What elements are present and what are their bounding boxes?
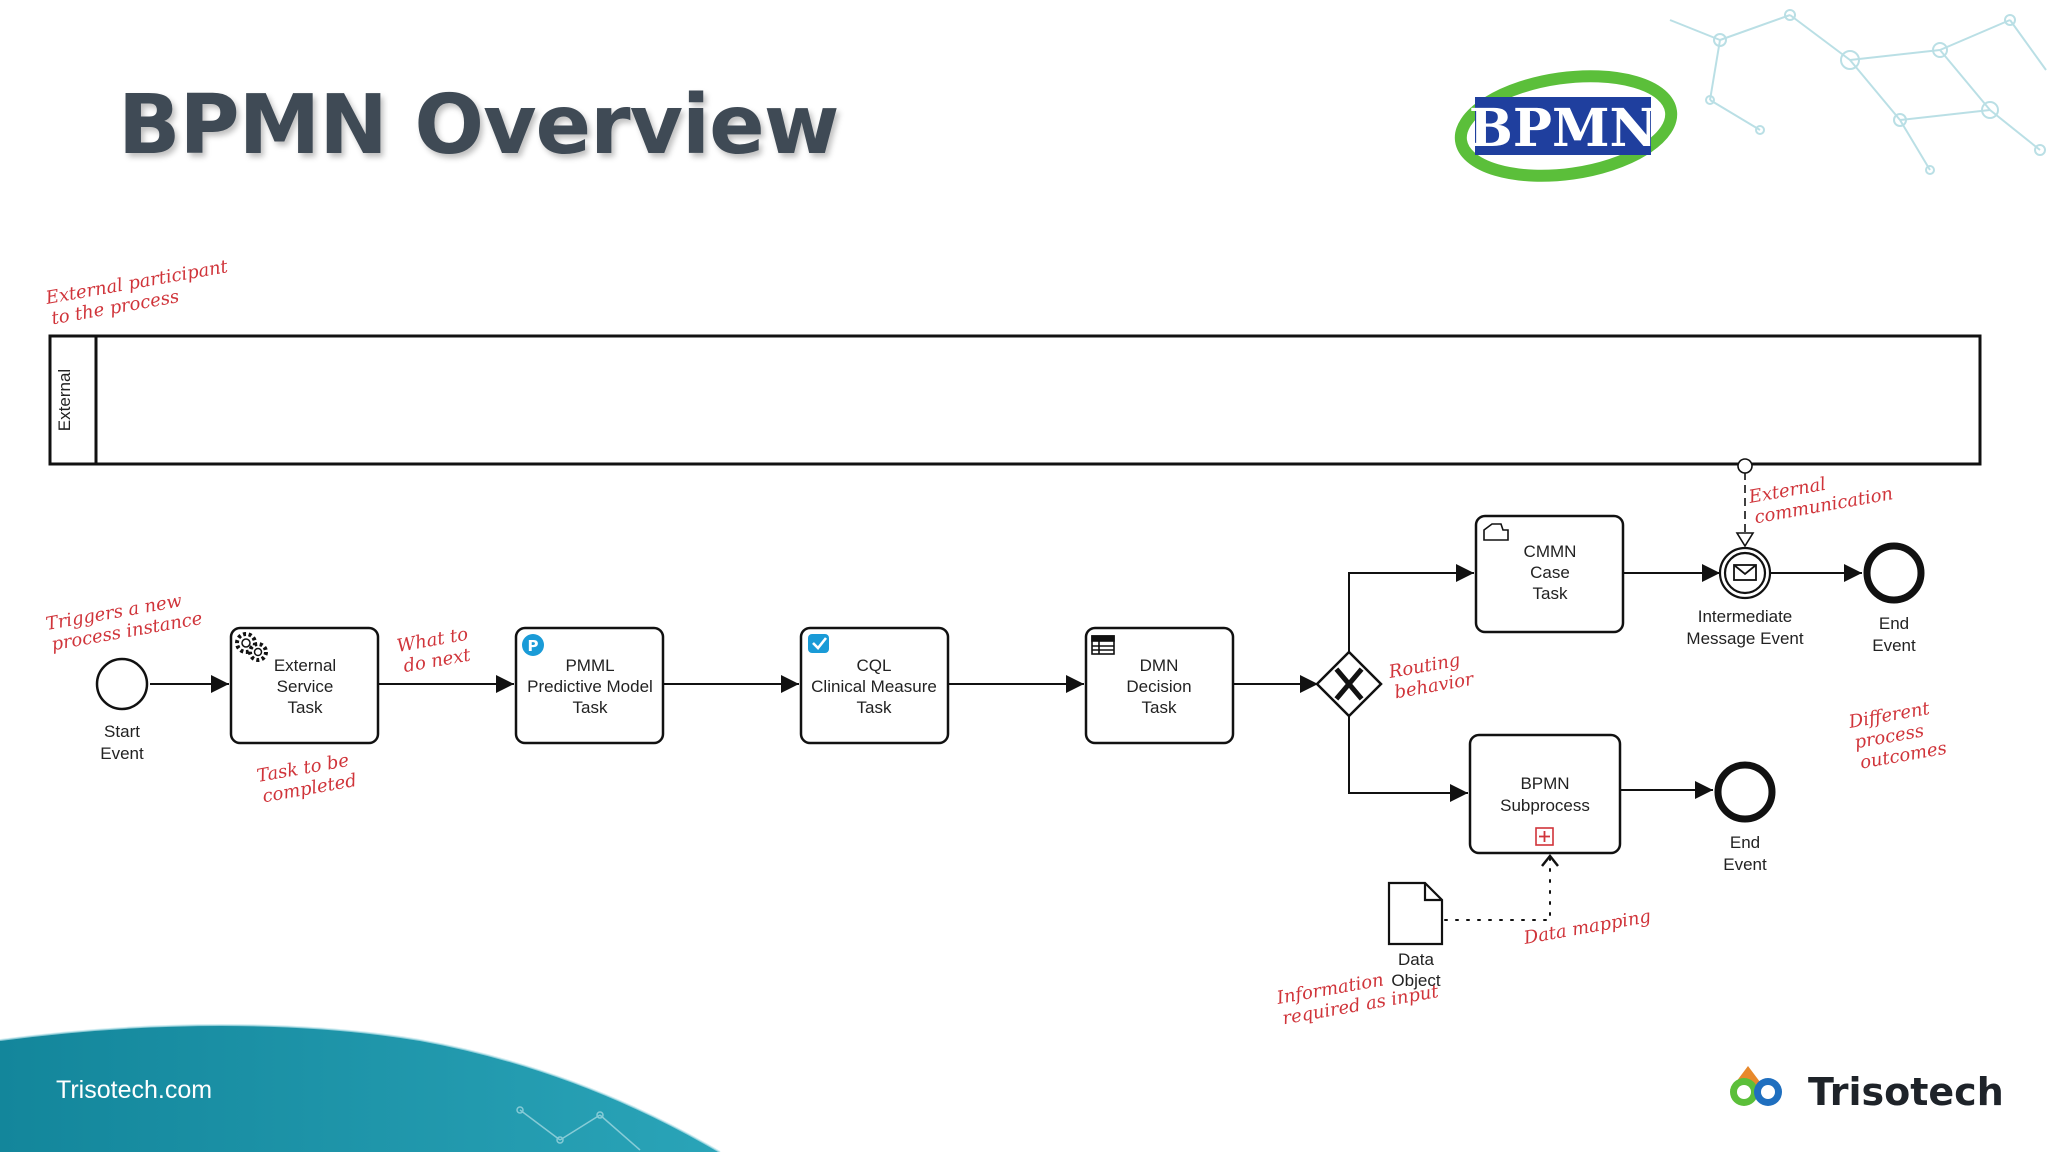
data-association: [1444, 853, 1559, 921]
note-what-next: What todo next: [395, 624, 473, 678]
expand-icon: [1535, 827, 1554, 846]
footer-url[interactable]: Trisotech.com: [56, 1076, 213, 1104]
external-pool: External: [48, 334, 1982, 466]
brand-name: Trisotech: [1808, 1070, 2004, 1114]
note-routing: Routingbehavior: [1386, 648, 1476, 704]
trisotech-logo-icon: [1730, 1066, 1782, 1106]
note-external-communication: Externalcommunication: [1746, 463, 1894, 529]
exclusive-gateway: [1315, 650, 1383, 718]
footer-band: [0, 1024, 721, 1152]
clinical-measure-icon: [808, 634, 829, 653]
envelope-icon: [1733, 564, 1757, 581]
bpmn-logo: BPMN: [1454, 70, 1678, 182]
note-data-mapping: Data mapping: [1521, 906, 1652, 949]
note-external-participant: External participantto the process: [43, 256, 234, 330]
pool-label: External: [55, 369, 74, 431]
note-task-completed: Task to becompleted: [255, 749, 358, 807]
svg-text:P: P: [528, 637, 539, 655]
note-triggers: Triggers a newprocess instance: [44, 587, 204, 655]
bpmn-logo-text: BPMN: [1469, 98, 1657, 159]
note-different-outcomes: Differentprocessoutcomes: [1846, 696, 1948, 774]
case-folder-icon: [1483, 523, 1509, 541]
sequence-flows: [150, 564, 1862, 802]
message-flow: [1735, 458, 1755, 548]
decision-table-icon: [1091, 635, 1115, 655]
pmml-icon: P: [522, 634, 544, 656]
gear-icon: [235, 632, 268, 662]
network-decoration: [1669, 9, 2047, 175]
slide-title: BPMN Overview: [118, 78, 840, 173]
